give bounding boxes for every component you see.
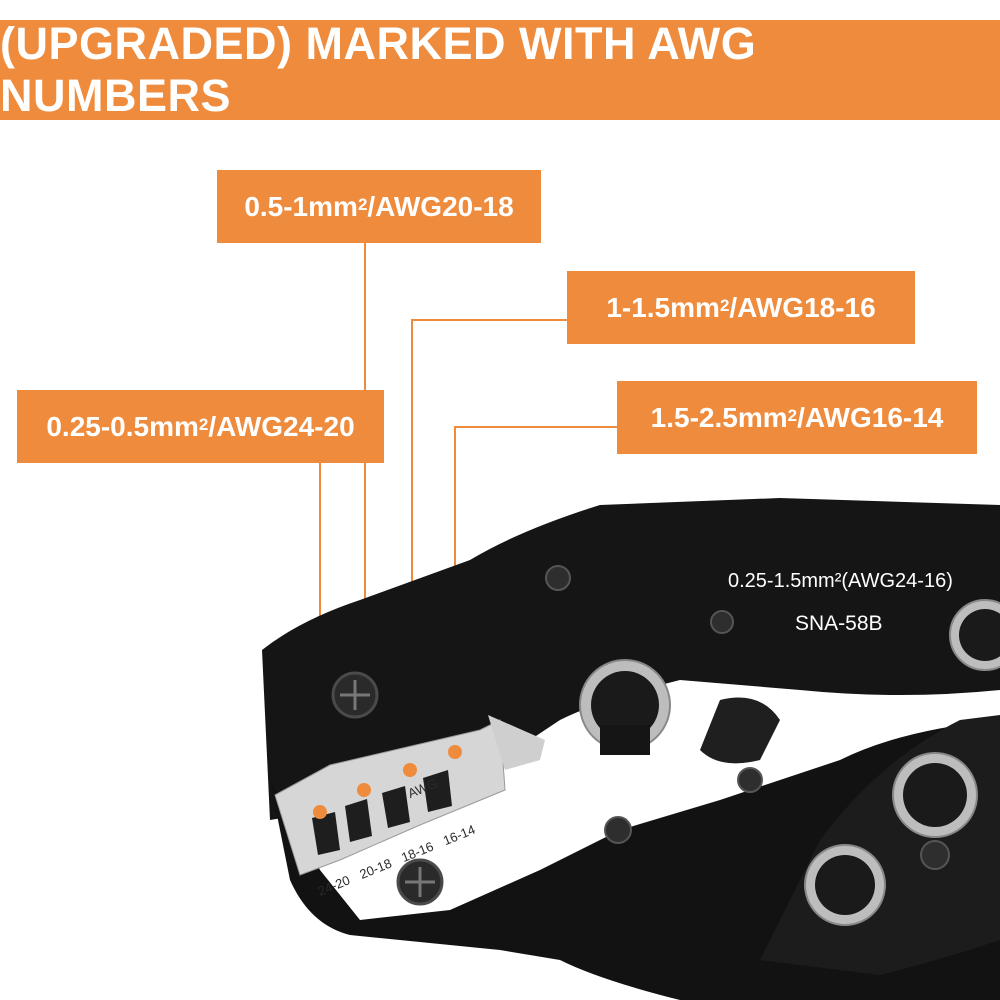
die-dot-c (403, 763, 417, 777)
rivet-2 (710, 610, 734, 634)
rivet-5 (920, 840, 950, 870)
die-dot-b (357, 783, 371, 797)
die-notches (312, 770, 452, 855)
die-dot-a (313, 805, 327, 819)
callout-d-awg: /AWG16-14 (797, 401, 944, 433)
callout-a-awg: /AWG20-18 (367, 190, 514, 222)
callout-d-sup: 2 (787, 405, 798, 425)
callout-b-mm: 1-1.5mm (606, 291, 720, 323)
screw-bottom-left (396, 858, 444, 906)
pivot-bolt-right (892, 752, 978, 838)
die-dot-d (448, 745, 462, 759)
pivot-bolt-main (579, 659, 671, 755)
banner-title: (UPGRADED) MARKED WITH AWG NUMBERS (0, 18, 757, 121)
callout-a-sup: 2 (357, 194, 368, 214)
callout-d-mm: 1.5-2.5mm (650, 401, 788, 433)
die-mark-2: 20-18 (357, 856, 393, 882)
pivot-bolt-far-right (949, 599, 1000, 671)
rivet-3 (604, 816, 632, 844)
callout-c-sup: 2 (198, 414, 209, 434)
title-banner: (UPGRADED) MARKED WITH AWG NUMBERS (0, 18, 1000, 121)
rivet-4 (737, 767, 763, 793)
rivet-1 (545, 565, 571, 591)
callout-a-mm: 0.5-1mm (244, 190, 358, 222)
callout-b-sup: 2 (719, 295, 730, 315)
callout-b-awg: /AWG18-16 (729, 291, 876, 323)
callout-c-awg: /AWG24-20 (208, 410, 355, 442)
screw-top-left (331, 671, 379, 719)
die-dots (313, 745, 462, 819)
die-mark-4: 16-14 (441, 822, 477, 848)
callout-c-mm: 0.25-0.5mm (46, 410, 199, 442)
pivot-bolt-lower (804, 844, 886, 926)
tool-model-marking: SNA-58B (795, 612, 883, 635)
tool-range-marking: 0.25-1.5mm²(AWG24-16) (728, 570, 953, 592)
